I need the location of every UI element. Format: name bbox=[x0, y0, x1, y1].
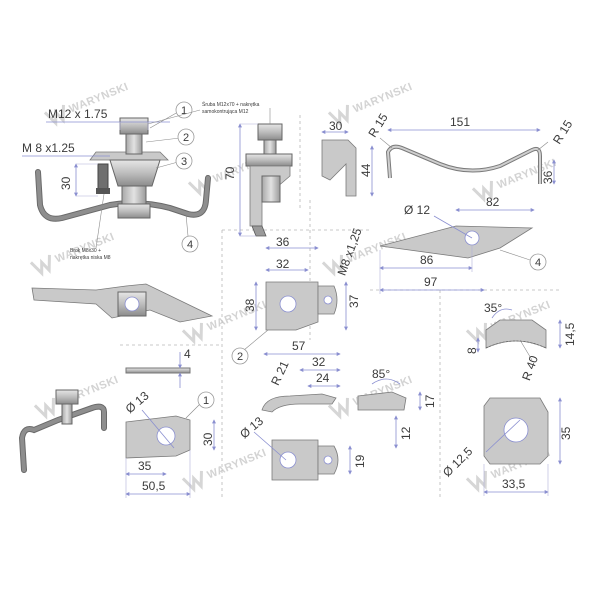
svg-text:151: 151 bbox=[450, 115, 470, 129]
svg-text:35: 35 bbox=[559, 426, 573, 440]
svg-text:Ø 12,5: Ø 12,5 bbox=[440, 444, 476, 480]
svg-text:M12 x 1.75: M12 x 1.75 bbox=[48, 107, 108, 121]
bracket: 36 32 38 37 M8 x1,25 2 bbox=[231, 226, 365, 365]
wedge: 85° 17 12 bbox=[357, 367, 437, 449]
svg-text:R 15: R 15 bbox=[365, 111, 390, 140]
svg-text:R 15: R 15 bbox=[550, 117, 575, 146]
svg-text:M 8 x1.25: M 8 x1.25 bbox=[22, 141, 75, 155]
svg-text:86: 86 bbox=[420, 253, 434, 267]
svg-text:Śruba M12x70 + nakrętka: Śruba M12x70 + nakrętka bbox=[202, 100, 260, 108]
watermark-logo: WARYNSKI bbox=[181, 447, 269, 493]
svg-text:Ø 12: Ø 12 bbox=[404, 203, 430, 217]
svg-text:85°: 85° bbox=[372, 367, 390, 381]
svg-text:Brok M8x30 +: Brok M8x30 + bbox=[70, 248, 101, 254]
svg-text:samokontrująca M12: samokontrująca M12 bbox=[202, 109, 249, 115]
assembly-plan-view bbox=[31, 283, 214, 323]
svg-text:33,5: 33,5 bbox=[502, 477, 526, 491]
svg-text:36: 36 bbox=[541, 170, 555, 184]
nut bbox=[119, 117, 149, 135]
svg-text:8: 8 bbox=[465, 347, 479, 354]
svg-text:38: 38 bbox=[243, 298, 257, 312]
svg-text:50,5: 50,5 bbox=[142, 479, 166, 493]
svg-text:70: 70 bbox=[223, 166, 237, 180]
svg-text:WARYNSKI: WARYNSKI bbox=[206, 299, 269, 334]
hook-assembly bbox=[18, 389, 107, 473]
svg-text:nakrętka niska M8: nakrętka niska M8 bbox=[70, 255, 111, 261]
svg-text:12: 12 bbox=[399, 426, 413, 440]
svg-text:19: 19 bbox=[353, 454, 367, 468]
svg-text:2: 2 bbox=[237, 351, 243, 363]
svg-text:Ø 13: Ø 13 bbox=[237, 414, 266, 442]
svg-text:R 40: R 40 bbox=[519, 353, 541, 382]
svg-text:WARYNSKI: WARYNSKI bbox=[352, 81, 415, 116]
svg-text:R 21: R 21 bbox=[268, 358, 292, 387]
svg-text:4: 4 bbox=[184, 347, 191, 361]
svg-text:2: 2 bbox=[183, 132, 189, 144]
svg-text:1: 1 bbox=[181, 105, 187, 117]
assembly-top-left: M12 x 1.75 M 8 x1.25 30 1 2 3 4 Śruba M1… bbox=[22, 100, 260, 261]
svg-text:35: 35 bbox=[138, 459, 152, 473]
svg-text:35°: 35° bbox=[484, 301, 502, 315]
svg-text:4: 4 bbox=[187, 239, 193, 251]
svg-text:30: 30 bbox=[59, 176, 73, 190]
svg-text:32: 32 bbox=[312, 355, 326, 369]
svg-text:24: 24 bbox=[316, 371, 330, 385]
svg-text:82: 82 bbox=[486, 195, 500, 209]
assembly-side-view: 70 bbox=[223, 108, 293, 237]
svg-text:17: 17 bbox=[423, 394, 437, 408]
svg-text:37: 37 bbox=[347, 294, 361, 308]
svg-text:14,5: 14,5 bbox=[563, 322, 577, 346]
svg-text:97: 97 bbox=[424, 275, 438, 289]
svg-text:WARYNSKI: WARYNSKI bbox=[206, 447, 269, 482]
flat-plate: Ø 12 82 86 97 4 bbox=[379, 195, 547, 294]
svg-text:36: 36 bbox=[276, 235, 290, 249]
spring-clip: 30 44 151 R 15 R 15 36 bbox=[321, 111, 576, 197]
svg-text:44: 44 bbox=[359, 163, 373, 177]
clamp-plate: 4 Ø 13 1 30 35 50,5 bbox=[123, 347, 216, 498]
svg-text:4: 4 bbox=[535, 257, 541, 269]
svg-text:32: 32 bbox=[276, 257, 290, 271]
svg-text:3: 3 bbox=[181, 156, 187, 168]
svg-text:Ø 13: Ø 13 bbox=[123, 388, 152, 416]
svg-text:30: 30 bbox=[201, 432, 215, 446]
svg-text:30: 30 bbox=[329, 119, 343, 133]
svg-text:57: 57 bbox=[292, 339, 306, 353]
svg-text:1: 1 bbox=[203, 395, 209, 407]
